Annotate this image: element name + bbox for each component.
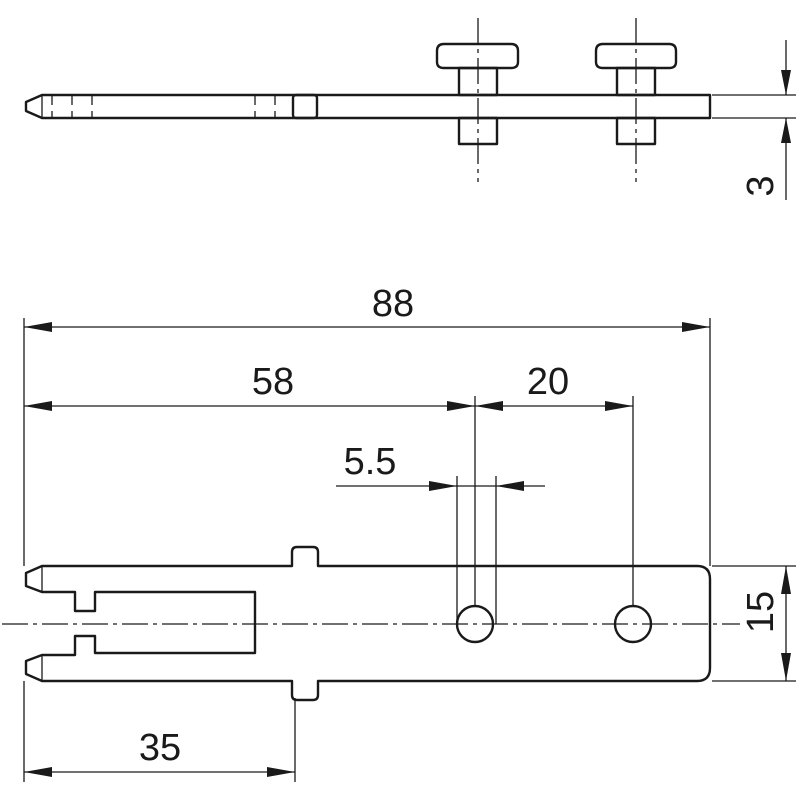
arrowhead bbox=[682, 322, 710, 332]
arrowhead bbox=[24, 767, 52, 777]
arrowhead bbox=[267, 767, 295, 777]
dim-hole1-position: 58 bbox=[24, 361, 633, 411]
dim-width: 15 bbox=[712, 565, 796, 682]
arrowhead bbox=[429, 481, 457, 491]
side-view-plate bbox=[24, 93, 712, 120]
bolt-2-head bbox=[594, 42, 678, 70]
arrowhead bbox=[781, 70, 791, 95]
arrowhead bbox=[781, 653, 791, 681]
dim-hole-diameter: 5.5 bbox=[336, 441, 545, 491]
arrowhead bbox=[781, 118, 791, 143]
dim-neck-length: 35 bbox=[24, 727, 295, 777]
bolt-2 bbox=[594, 18, 678, 182]
dim-thickness-label: 3 bbox=[740, 175, 782, 196]
arrowhead bbox=[605, 401, 633, 411]
dim-thickness: 3 bbox=[712, 40, 796, 200]
arrowhead bbox=[24, 322, 52, 332]
dim-hole1-position-label: 58 bbox=[252, 361, 294, 403]
side-view-tab bbox=[291, 93, 319, 120]
arrowhead bbox=[447, 401, 475, 411]
arrowhead bbox=[24, 401, 52, 411]
dim-hole-spacing-label: 20 bbox=[527, 361, 569, 403]
dim-hole-diameter-label: 5.5 bbox=[344, 441, 397, 483]
dim-total-length-label: 88 bbox=[372, 283, 414, 325]
dim-total-length: 88 bbox=[24, 283, 710, 332]
plan-view-outline bbox=[24, 545, 712, 702]
arrowhead bbox=[475, 401, 503, 411]
dim-hole-spacing: 20 bbox=[475, 361, 633, 411]
dim-width-label: 15 bbox=[740, 591, 782, 633]
plan-view bbox=[2, 545, 740, 702]
dim-neck-length-label: 35 bbox=[139, 727, 181, 769]
arrowhead bbox=[496, 481, 524, 491]
bolt-1 bbox=[435, 18, 520, 182]
arrowhead bbox=[781, 566, 791, 594]
bolt-1-head bbox=[435, 42, 520, 70]
side-view: 3 bbox=[24, 18, 796, 200]
